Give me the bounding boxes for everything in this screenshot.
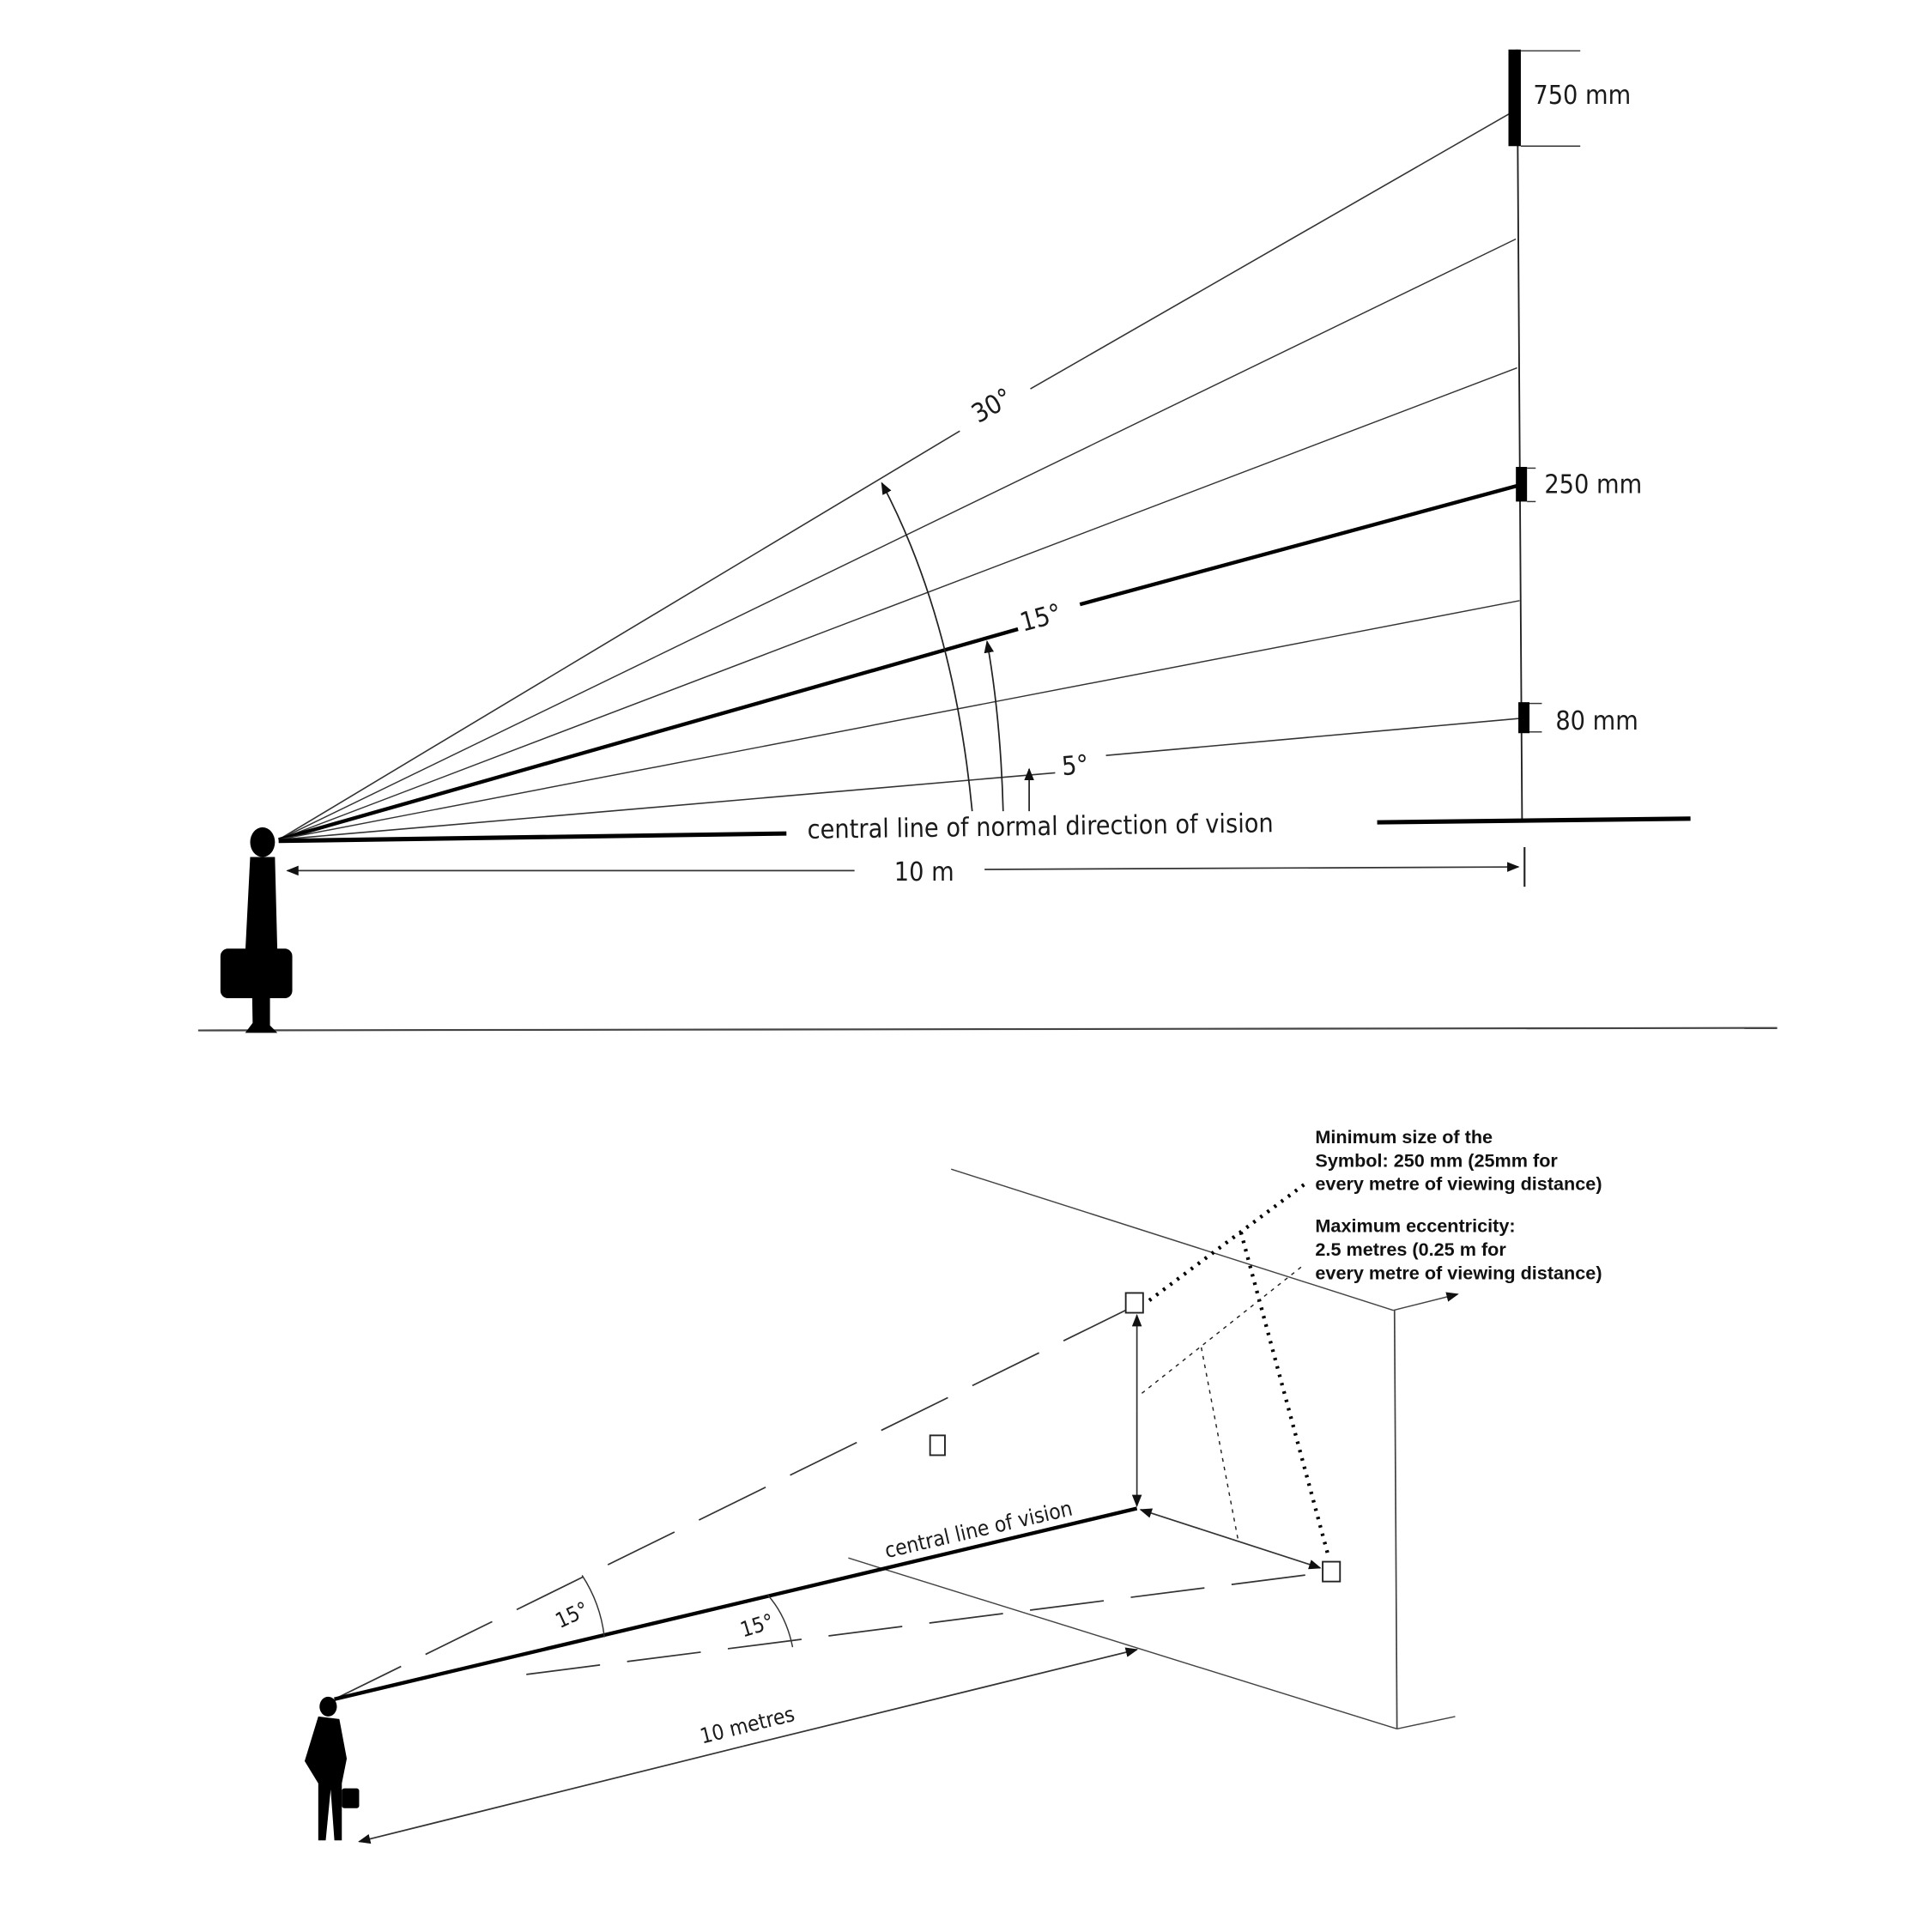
eccentricity-leader-b bbox=[1200, 1347, 1239, 1542]
wall-bottom-edge bbox=[848, 1557, 1397, 1730]
person-silhouette bbox=[220, 827, 293, 1033]
size-label-80: 80 mm bbox=[1555, 706, 1638, 736]
sight-line bbox=[278, 238, 1517, 840]
upper-15-line bbox=[334, 1305, 1134, 1700]
angle-label-5: 5° bbox=[1061, 750, 1090, 783]
note-eccentricity: Maximum eccentricity: 2.5 metres (0.25 m… bbox=[1315, 1215, 1602, 1284]
distance-arrow-10m-b bbox=[358, 1745, 743, 1844]
size-bar-750: 750 mm bbox=[1508, 49, 1631, 147]
angle-arc-lower bbox=[767, 1595, 794, 1648]
eccentricity-horizontal-arrow-b bbox=[1232, 1538, 1322, 1570]
central-line-label: central line of normal direction of visi… bbox=[807, 809, 1274, 845]
sign-pole bbox=[1516, 49, 1523, 821]
note-line: every metre of viewing distance) bbox=[1315, 1263, 1602, 1284]
distance-arrow-10m bbox=[742, 1647, 1139, 1747]
central-line-of-vision bbox=[334, 1506, 1138, 1701]
angle-label-15: 15° bbox=[1017, 598, 1065, 638]
suitcase bbox=[220, 948, 293, 999]
note-line: Symbol: 250 mm (25mm for bbox=[1315, 1149, 1558, 1171]
distance-label: 10 m bbox=[894, 857, 954, 887]
sight-line-5 bbox=[278, 772, 1056, 841]
note-line: every metre of viewing distance) bbox=[1315, 1173, 1602, 1195]
distance-arrow-b bbox=[984, 862, 1520, 872]
lower-15-line bbox=[526, 1572, 1323, 1675]
note-line: Maximum eccentricity: bbox=[1315, 1215, 1515, 1237]
sight-line-5-b bbox=[1105, 718, 1522, 756]
size-label-750: 750 mm bbox=[1533, 81, 1631, 111]
perspective-view: central line of vision 15° 15° 10 metres… bbox=[304, 1126, 1602, 1844]
size-bar-80: 80 mm bbox=[1518, 702, 1638, 736]
wall-edge bbox=[1393, 1310, 1398, 1729]
note-line: Minimum size of the bbox=[1315, 1126, 1493, 1148]
central-line-b bbox=[1377, 816, 1691, 825]
angle-arc-upper bbox=[581, 1575, 605, 1638]
size-bar-250: 250 mm bbox=[1516, 466, 1642, 503]
side-view: central line of normal direction of visi… bbox=[197, 49, 1778, 1033]
symbol-square bbox=[1322, 1560, 1341, 1583]
symbol-leader bbox=[1148, 1181, 1308, 1302]
briefcase bbox=[342, 1788, 360, 1808]
size-label-250: 250 mm bbox=[1544, 469, 1642, 500]
sight-line bbox=[278, 600, 1520, 841]
symbol-square bbox=[1124, 1292, 1144, 1314]
symbol-square bbox=[929, 1434, 946, 1457]
central-line bbox=[278, 831, 787, 844]
distance-label-10-metres: 10 metres bbox=[698, 1701, 797, 1748]
angle-label-30: 30° bbox=[966, 383, 1017, 429]
sight-line bbox=[278, 366, 1517, 840]
person-silhouette-small bbox=[304, 1696, 360, 1841]
sight-line-30 bbox=[278, 430, 960, 840]
angle-label-upper: 15° bbox=[551, 1596, 592, 1633]
wall-top-edge bbox=[950, 1168, 1394, 1311]
eccentricity-horizontal-arrow bbox=[1139, 1508, 1233, 1541]
sight-line-15-b bbox=[1079, 483, 1519, 607]
angle-label-lower: 15° bbox=[737, 1608, 777, 1642]
wall-top-arrow bbox=[1393, 1292, 1459, 1311]
angle-arc-30 bbox=[881, 481, 973, 812]
sight-line-30-b bbox=[1030, 111, 1514, 390]
eccentricity-leader bbox=[1141, 1265, 1304, 1394]
note-line: 2.5 metres (0.25 m for bbox=[1315, 1239, 1506, 1260]
wall-bottom-edge-b bbox=[1396, 1716, 1456, 1730]
note-symbol-size: Minimum size of the Symbol: 250 mm (25mm… bbox=[1315, 1126, 1602, 1195]
sight-line-15 bbox=[278, 627, 1019, 842]
angle-arc-15 bbox=[984, 640, 1004, 812]
ground-line bbox=[197, 1027, 1778, 1032]
